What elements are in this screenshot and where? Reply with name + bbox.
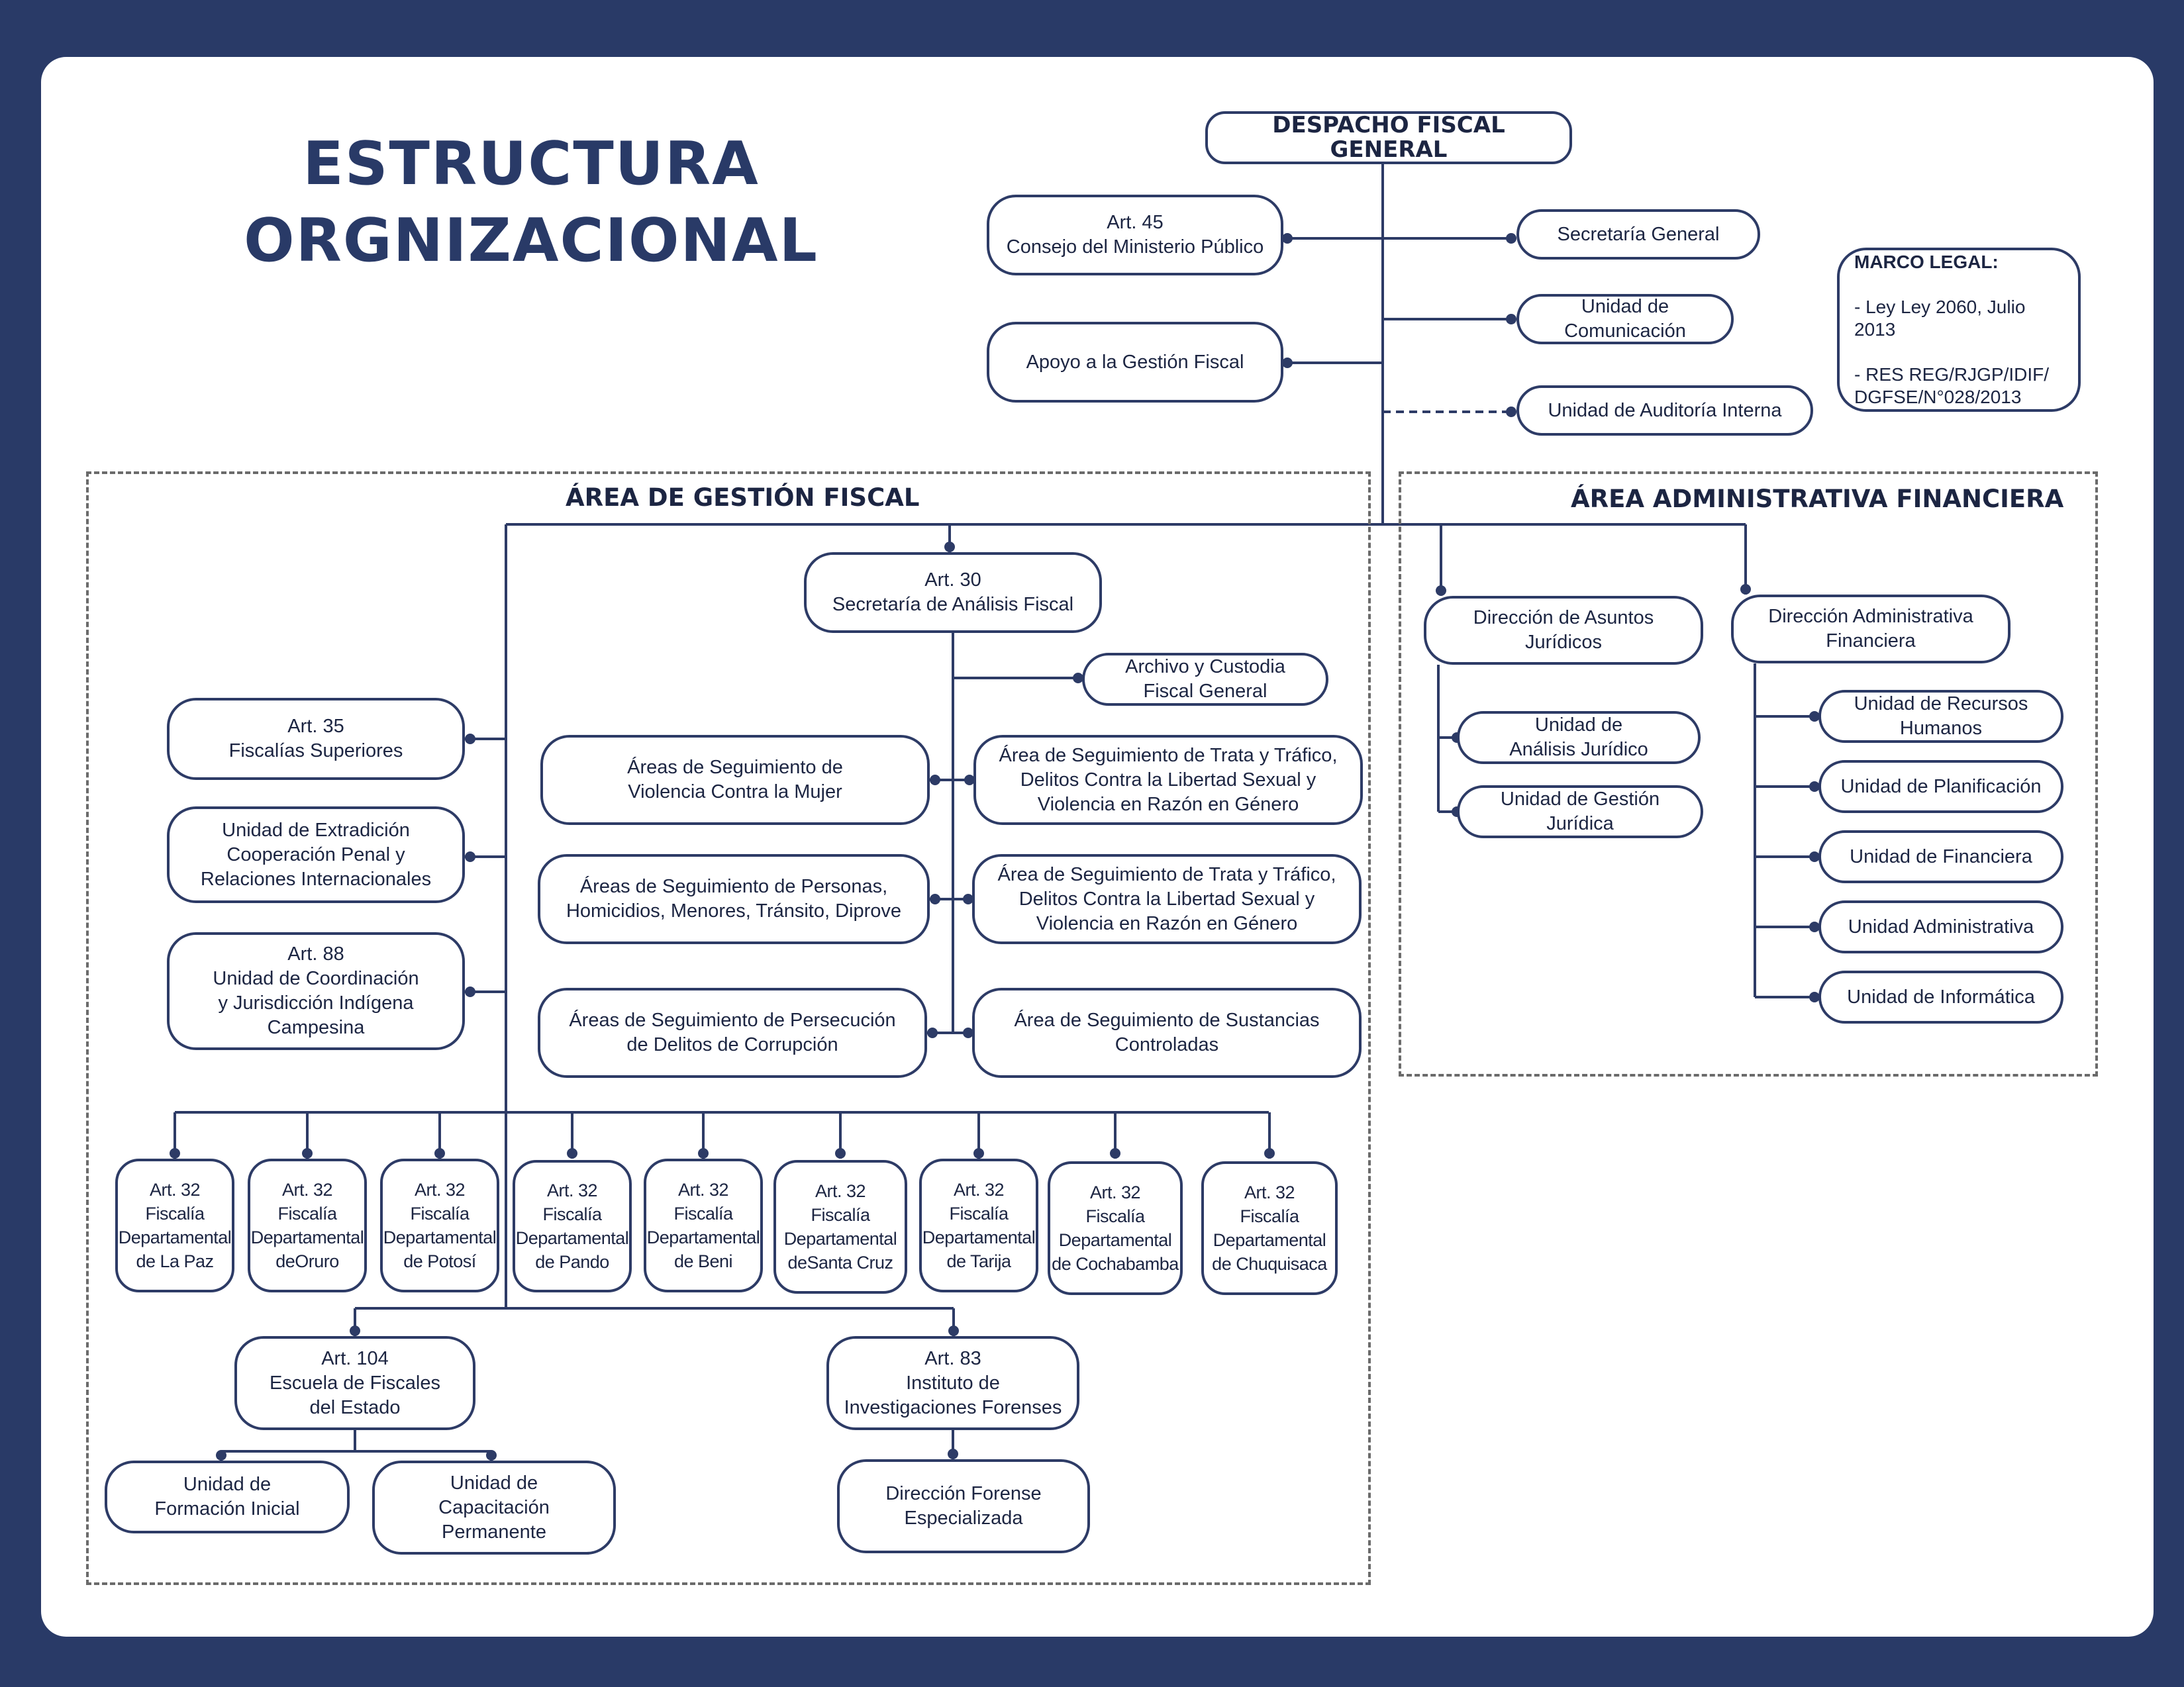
connector-dot (465, 987, 475, 997)
chart-card: ESTRUCTURA ORGNIZACIONAL ÁREA DE GESTIÓN… (41, 57, 2154, 1637)
connector-dot (1282, 233, 1293, 244)
marco-legal-title: MARCO LEGAL: (1854, 252, 1999, 272)
fiscalia-cochabamba[interactable]: Art. 32 Fiscalía Departamental de Cochab… (1048, 1161, 1183, 1295)
connector-dot (1809, 711, 1820, 722)
unidad-informatica[interactable]: Unidad de Informática (1818, 971, 2063, 1024)
direccion-asuntos-juridicos[interactable]: Dirección de Asuntos Jurídicos (1424, 596, 1703, 665)
connector-dot (835, 1148, 846, 1159)
connector-dot (1073, 673, 1083, 683)
connector-dot (1809, 781, 1820, 792)
connector-dot (1809, 851, 1820, 862)
seguimiento-sustancias[interactable]: Área de Seguimiento de Sustancias Contro… (972, 988, 1362, 1078)
consejo-ministerio-publico[interactable]: Art. 45 Consejo del Ministerio Público (987, 195, 1283, 275)
secretaria-analisis-fiscal[interactable]: Art. 30 Secretaría de Análisis Fiscal (804, 552, 1102, 633)
fiscalia-santa-cruz[interactable]: Art. 32 Fiscalía Departamental deSanta C… (773, 1160, 907, 1294)
connector-dot (1506, 233, 1516, 244)
area-gestion-title: ÁREA DE GESTIÓN FISCAL (566, 483, 920, 512)
connector-dot (486, 1450, 497, 1461)
connector-lines (170, 164, 1820, 1461)
unidad-planificacion[interactable]: Unidad de Planificación (1818, 760, 2063, 813)
connector-dot (465, 851, 475, 862)
connector-dot (927, 1028, 938, 1038)
unidad-financiera[interactable]: Unidad de Financiera (1818, 830, 2063, 883)
connector-dot (963, 1028, 973, 1038)
seguimiento-trata-2[interactable]: Área de Seguimiento de Trata y Tráfico, … (972, 854, 1362, 944)
connector-dot (216, 1450, 226, 1461)
unidad-extradicion[interactable]: Unidad de Extradición Cooperación Penal … (167, 806, 465, 903)
unidad-recursos-humanos[interactable]: Unidad de Recursos Humanos (1818, 690, 2063, 743)
connector-dot (170, 1148, 180, 1159)
connector-dot (944, 542, 955, 552)
instituto-investigaciones-forenses[interactable]: Art. 83 Instituto de Investigaciones For… (826, 1336, 1079, 1430)
marco-legal-item: - RES REG/RJGP/IDIF/ DGFSE/N°028/2013 (1854, 364, 2050, 407)
connector-dot (963, 894, 973, 904)
escuela-fiscales[interactable]: Art. 104 Escuela de Fiscales del Estado (234, 1336, 475, 1430)
connector-dot (1506, 407, 1516, 417)
connector-dot (698, 1148, 709, 1159)
connector-dot (964, 775, 975, 785)
chart-title-line1: ESTRUCTURA (303, 129, 760, 199)
unidad-capacitacion-permanente[interactable]: Unidad de Capacitación Permanente (372, 1461, 616, 1555)
seguimiento-violencia-mujer[interactable]: Áreas de Seguimiento de Violencia Contra… (540, 735, 930, 825)
connector-dot (973, 1148, 984, 1159)
connector-dot (567, 1148, 577, 1159)
connector-dot (302, 1148, 313, 1159)
direccion-forense-especializada[interactable]: Dirección Forense Especializada (837, 1459, 1090, 1553)
connector-dot (1506, 314, 1516, 324)
fiscalias-superiores[interactable]: Art. 35 Fiscalías Superiores (167, 698, 465, 780)
area-admin-title: ÁREA ADMINISTRATIVA FINANCIERA (1571, 485, 2064, 513)
connector-dot (1809, 922, 1820, 932)
connector-dot (1436, 585, 1446, 596)
connector-dot (948, 1326, 959, 1336)
connector-dot (1110, 1148, 1120, 1159)
fiscalia-chuquisaca[interactable]: Art. 32 Fiscalía Departamental de Chuqui… (1201, 1161, 1338, 1295)
marco-legal-box: MARCO LEGAL: - Ley Ley 2060, Julio 2013 … (1837, 248, 2081, 412)
connector-dot (465, 734, 475, 744)
apoyo-gestion-fiscal[interactable]: Apoyo a la Gestión Fiscal (987, 322, 1283, 403)
fiscalia-pando[interactable]: Art. 32 Fiscalía Departamental de Pando (513, 1160, 632, 1292)
connector-dot (948, 1449, 958, 1459)
secretaria-general[interactable]: Secretaría General (1516, 209, 1760, 260)
connector-dot (350, 1326, 360, 1336)
despacho-fiscal-general[interactable]: DESPACHO FISCAL GENERAL (1205, 111, 1572, 164)
area-admin-frame (1399, 471, 2098, 1077)
connector-dot (1809, 992, 1820, 1002)
unidad-gestion-juridica[interactable]: Unidad de Gestión Jurídica (1457, 785, 1703, 838)
connector-dot (930, 894, 940, 904)
unidad-coordinacion-indigena[interactable]: Art. 88 Unidad de Coordinación y Jurisdi… (167, 932, 465, 1050)
connector-dot (434, 1148, 445, 1159)
area-gestion-frame (86, 471, 1371, 1585)
chart-title-line2: ORGNIZACIONAL (244, 206, 819, 275)
unidad-auditoria-interna[interactable]: Unidad de Auditoría Interna (1516, 385, 1813, 436)
marco-legal-item: - Ley Ley 2060, Julio 2013 (1854, 297, 2026, 340)
seguimiento-corrupcion[interactable]: Áreas de Seguimiento de Persecución de D… (538, 988, 927, 1078)
connector-dot (1740, 584, 1751, 595)
direccion-administrativa-financiera[interactable]: Dirección Administrativa Financiera (1731, 595, 2010, 663)
fiscalia-oruro[interactable]: Art. 32 Fiscalía Departamental deOruro (248, 1159, 367, 1292)
unidad-analisis-juridico[interactable]: Unidad de Análisis Jurídico (1457, 711, 1701, 764)
fiscalia-tarija[interactable]: Art. 32 Fiscalía Departamental de Tarija (919, 1159, 1038, 1292)
seguimiento-trata-1[interactable]: Área de Seguimiento de Trata y Tráfico, … (973, 735, 1363, 825)
connector-dot (930, 775, 940, 785)
unidad-formacion-inicial[interactable]: Unidad de Formación Inicial (105, 1461, 350, 1533)
unidad-comunicacion[interactable]: Unidad de Comunicación (1516, 294, 1734, 344)
connector-dot (1282, 358, 1293, 368)
fiscalia-la-paz[interactable]: Art. 32 Fiscalía Departamental de La Paz (115, 1159, 234, 1292)
fiscalia-potosi[interactable]: Art. 32 Fiscalía Departamental de Potosí (380, 1159, 499, 1292)
archivo-custodia[interactable]: Archivo y Custodia Fiscal General (1082, 653, 1328, 706)
connector-dot (1264, 1148, 1275, 1159)
seguimiento-personas[interactable]: Áreas de Seguimiento de Personas, Homici… (538, 854, 930, 944)
unidad-administrativa[interactable]: Unidad Administrativa (1818, 900, 2063, 953)
fiscalia-beni[interactable]: Art. 32 Fiscalía Departamental de Beni (644, 1159, 763, 1292)
